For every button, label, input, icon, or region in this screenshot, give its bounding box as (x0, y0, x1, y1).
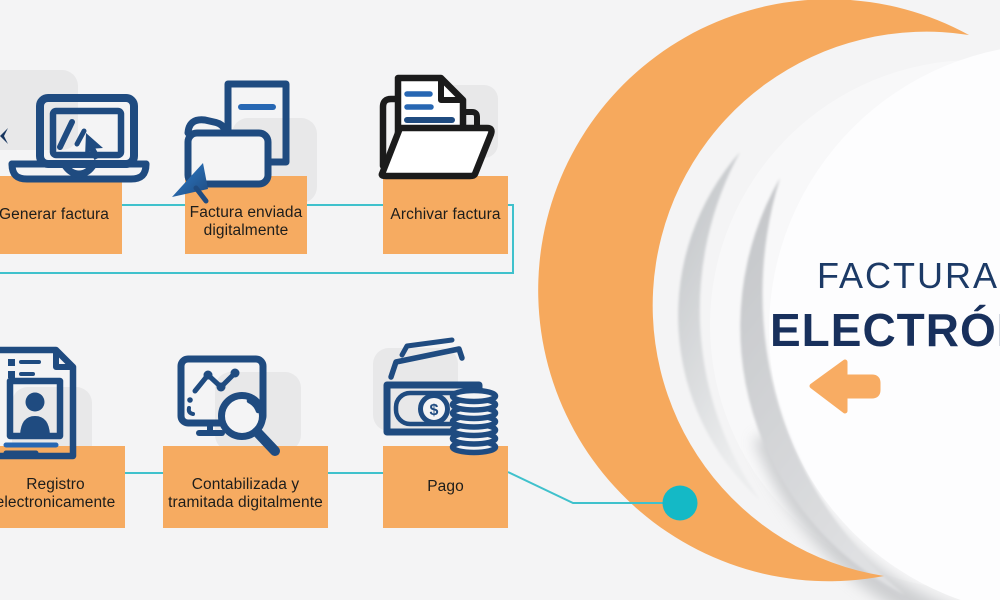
step-box-registro: Registro electronicamente (0, 446, 125, 528)
title-line1: FACTURACIÓN (817, 255, 1000, 296)
step-box-archivar-factura: Archivar factura (383, 176, 508, 254)
title-line2: ELECTRÓNICA (770, 304, 1000, 356)
step-label: Generar factura (0, 206, 110, 223)
step-label: Contabilizada y tramitada digitalmente (168, 475, 323, 511)
step-box-pago: Pago (383, 446, 508, 528)
step-label: Factura enviada digitalmente (189, 203, 303, 239)
step-label: Archivar factura (390, 206, 501, 223)
step-box-contabilizada: Contabilizada y tramitada digitalmente (163, 446, 328, 528)
step-label: Pago (427, 478, 464, 495)
step-box-generar-factura: Generar factura (0, 176, 122, 254)
step-label: Registro electronicamente (0, 475, 116, 511)
